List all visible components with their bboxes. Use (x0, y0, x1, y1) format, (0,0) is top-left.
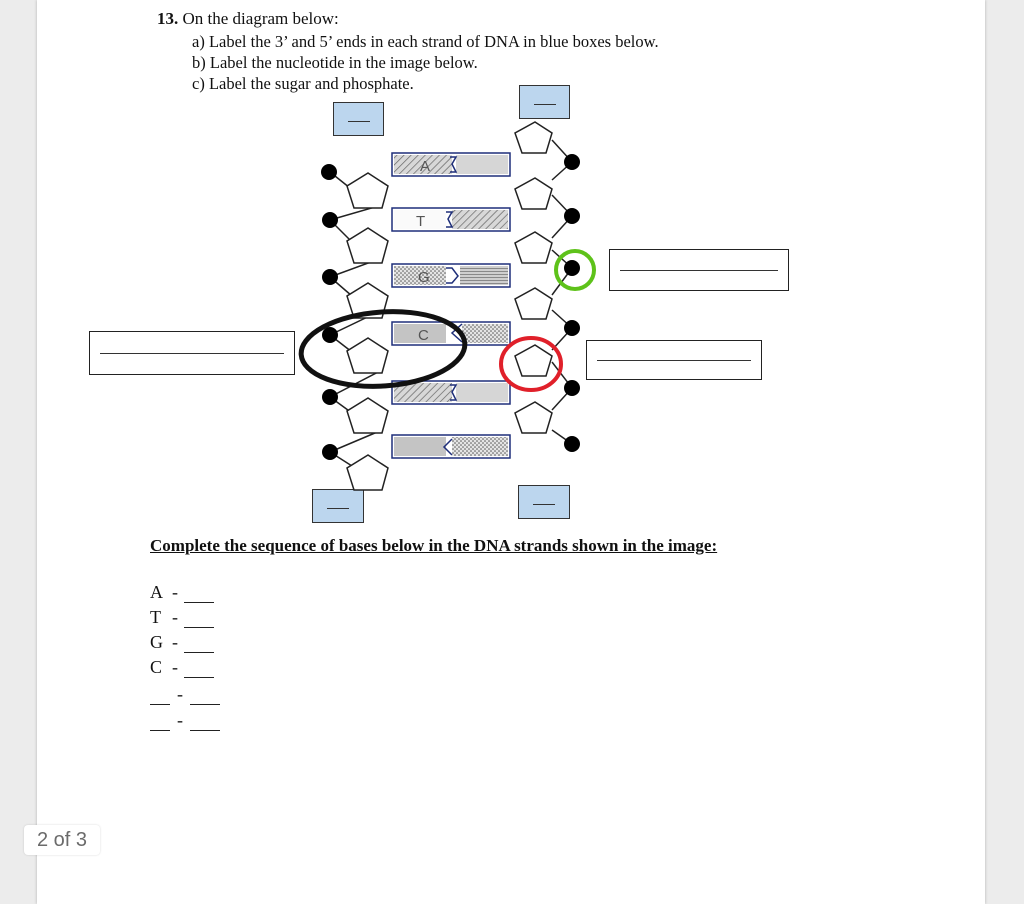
sequence-answer-blank[interactable] (184, 611, 214, 628)
right-sugars (514, 121, 553, 434)
base-connectors (442, 156, 463, 456)
base-label-t: T (416, 213, 425, 230)
sequence-answer-blank[interactable] (184, 636, 214, 653)
right-phosphates (564, 154, 580, 452)
base-pair-4 (391, 321, 511, 346)
sequence-dash: - (177, 684, 183, 704)
sequence-dash: - (172, 657, 178, 677)
end-label-box-bottom-right[interactable] (518, 485, 570, 519)
left-phosphates (321, 164, 338, 460)
sequence-base-left: A (150, 582, 163, 602)
phosphate-label-box[interactable] (609, 249, 789, 291)
question-intro: On the diagram below: (182, 9, 339, 28)
sequence-base-left: C (150, 657, 163, 677)
document-page (37, 0, 985, 904)
sequence-base-left: G (150, 632, 163, 652)
base-pair-1 (391, 152, 511, 177)
end-label-box-bottom-left[interactable] (312, 489, 364, 523)
end-label-box-top-left[interactable] (333, 102, 384, 136)
sequence-row: - (150, 710, 220, 734)
sequence-answer-blank[interactable] (184, 586, 214, 603)
nucleotide-highlight-loop (298, 309, 468, 389)
question-item-b: b) Label the nucleotide in the image bel… (192, 53, 478, 72)
sequence-answer-blank[interactable] (190, 688, 220, 705)
end-label-box-top-right[interactable] (519, 85, 570, 119)
sequence-left-blank[interactable] (150, 688, 170, 705)
base-label-c: C (418, 327, 429, 344)
sequence-answer-blank[interactable] (184, 661, 214, 678)
page-indicator: 2 of 3 (24, 825, 100, 855)
sequence-dash: - (172, 607, 178, 627)
sugar-label-box[interactable] (586, 340, 762, 380)
base-pair-6 (391, 434, 511, 459)
right-backbone (551, 139, 573, 445)
sequence-dash: - (172, 582, 178, 602)
question-item-c: c) Label the sugar and phosphate. (192, 74, 414, 93)
left-sugars (346, 172, 389, 491)
base-pair-3 (391, 263, 511, 288)
sequence-dash: - (172, 632, 178, 652)
sequence-row: T- (150, 607, 214, 631)
base-pair-5 (391, 380, 511, 405)
sequence-answer-blank[interactable] (190, 714, 220, 731)
nucleotide-label-box[interactable] (89, 331, 295, 375)
question-heading: 13. On the diagram below: (157, 9, 339, 29)
sugar-highlight-circle (499, 336, 563, 392)
sequence-row: C- (150, 657, 214, 681)
question-number: 13. (157, 9, 179, 28)
sequence-base-left: T (150, 607, 161, 627)
sequence-heading: Complete the sequence of bases below in … (150, 536, 718, 555)
sequence-dash: - (177, 710, 183, 730)
base-label-a: A (420, 158, 430, 175)
question-item-a: a) Label the 3’ and 5’ ends in each stra… (192, 32, 659, 51)
sequence-row: - (150, 684, 220, 708)
dna-diagram: A T G C (298, 121, 596, 491)
sequence-row: A- (150, 582, 214, 606)
base-pair-2 (391, 207, 511, 232)
sequence-left-blank[interactable] (150, 714, 170, 731)
phosphate-highlight-circle (554, 249, 596, 291)
base-label-g: G (418, 269, 430, 286)
sequence-row: G- (150, 632, 214, 656)
